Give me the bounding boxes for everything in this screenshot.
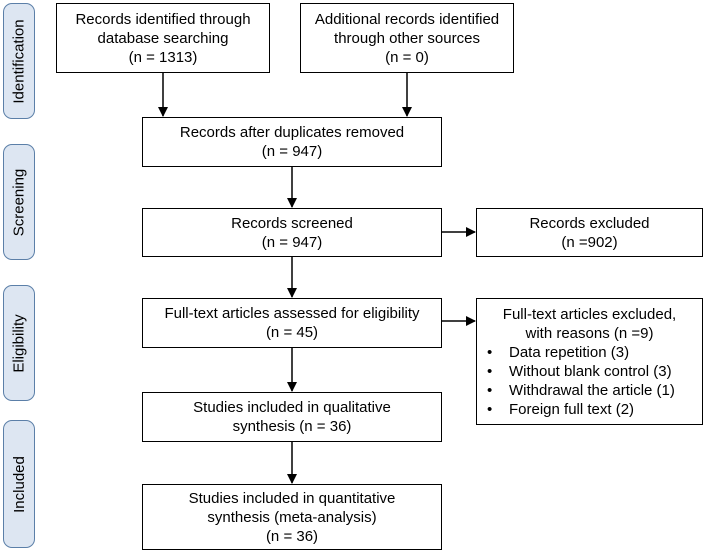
exclusion-reason-item: Withdrawal the article (1): [477, 381, 702, 400]
records-excluded-count: (n =902): [561, 233, 618, 251]
quantitative-synthesis-line2: synthesis (meta-analysis): [207, 508, 377, 526]
quantitative-synthesis-line1: Studies included in quantitative: [188, 489, 396, 507]
records-identified-database-line1: Records identified through: [75, 10, 251, 28]
records-identified-other-box: Additional records identified through ot…: [300, 3, 514, 73]
qualitative-synthesis-label: Studies included in qualitative: [193, 399, 391, 416]
records-identified-other-line2: through other sources: [334, 29, 480, 47]
qualitative-synthesis-count: synthesis (n = 36): [232, 418, 352, 435]
exclusion-reason-item: Data repetition (3): [477, 343, 702, 362]
quantitative-synthesis-box: Studies included in quantitative synthes…: [142, 484, 442, 550]
qualitative-synthesis-box: Studies included in qualitative synthesi…: [142, 392, 442, 442]
exclusion-reason-item: Foreign full text (2): [477, 400, 702, 419]
exclusion-reasons-list: Data repetition (3) Without blank contro…: [477, 343, 702, 419]
fulltext-assessed-box: Full-text articles assessed for eligibil…: [142, 298, 442, 348]
records-screened-count: (n = 947): [261, 233, 323, 251]
fulltext-assessed-label: Full-text articles assessed for eligibil…: [164, 305, 420, 322]
phase-identification: Identification: [3, 3, 35, 119]
records-identified-database-count: (n = 1313): [128, 48, 198, 66]
fulltext-assessed-count: (n = 45): [265, 324, 319, 341]
records-after-duplicates-label: Records after duplicates removed: [179, 124, 405, 141]
records-screened-label: Records screened: [231, 214, 353, 232]
fulltext-excluded-header: Full-text articles excluded, with reason…: [477, 305, 702, 343]
phase-screening: Screening: [3, 144, 35, 260]
exclusion-reason-item: Without blank control (3): [477, 362, 702, 381]
fulltext-excluded-count: with reasons (n =9): [525, 325, 654, 342]
records-after-duplicates-box: Records after duplicates removed (n = 94…: [142, 117, 442, 167]
records-excluded-label: Records excluded: [529, 214, 650, 232]
records-excluded-box: Records excluded (n =902): [476, 208, 703, 257]
records-identified-other-line1: Additional records identified: [314, 10, 500, 28]
phase-eligibility: Eligibility: [3, 285, 35, 401]
quantitative-synthesis-count: (n = 36): [265, 527, 319, 545]
phase-included: Included: [3, 420, 35, 548]
records-identified-other-count: (n = 0): [385, 48, 429, 66]
records-after-duplicates-count: (n = 947): [261, 143, 323, 160]
fulltext-excluded-title: Full-text articles excluded,: [502, 306, 677, 323]
fulltext-excluded-box: Full-text articles excluded, with reason…: [476, 298, 703, 425]
records-identified-database-box: Records identified through database sear…: [56, 3, 270, 73]
records-identified-database-line2: database searching: [97, 29, 229, 47]
records-screened-box: Records screened (n = 947): [142, 208, 442, 257]
